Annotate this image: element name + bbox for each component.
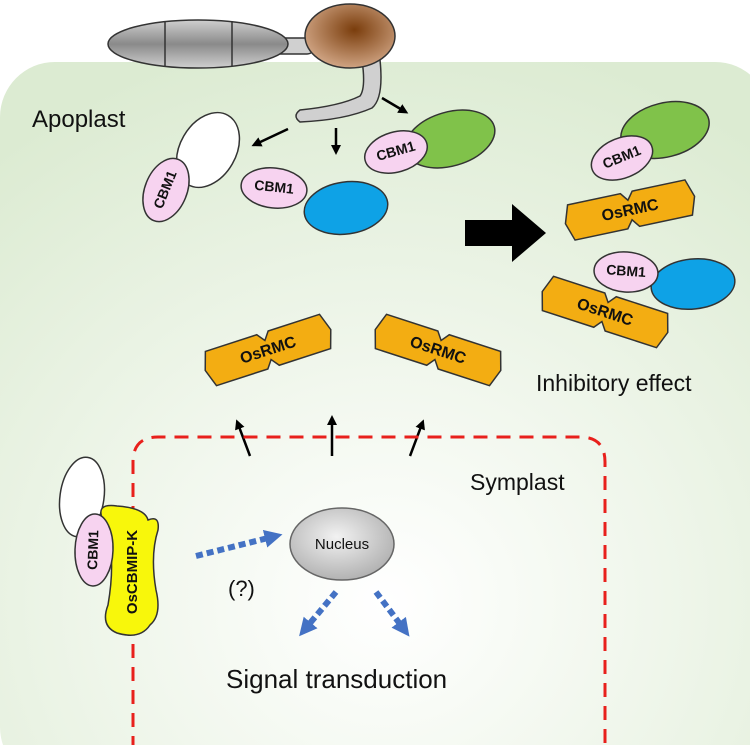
cbm1-domain [593, 251, 659, 293]
signal-arrow-down-right [373, 590, 410, 637]
appressorium [304, 3, 396, 69]
cbm1-protein-blue: CBM1 [240, 167, 389, 236]
cbm1-domain [142, 157, 190, 223]
secretion-arrows [251, 96, 409, 155]
cbm1-domain [363, 130, 429, 174]
cbm1-domain [240, 167, 308, 209]
plasma-membrane [131, 435, 607, 745]
osrmc-protein-secreted-right: OsRMC [374, 313, 502, 387]
signal-arrow-down-left [299, 590, 339, 637]
cbm1-label: CBM1 [606, 261, 647, 280]
inhibitory-effect-label: Inhibitory effect [536, 370, 692, 396]
export-arrows [235, 415, 425, 457]
export-arrow-left [235, 419, 252, 457]
secretion-arrow-right [381, 96, 409, 114]
cbm1-label: CBM1 [84, 530, 101, 570]
osrmc-protein: OsRMC [541, 275, 669, 349]
germ-tube [295, 59, 382, 123]
unknown-pathway-label: (?) [228, 576, 255, 601]
catalytic-domain-blue [303, 180, 389, 236]
oscbmip-k-receptor [100, 504, 160, 636]
binding-arrow [465, 204, 546, 262]
cbm1-protein-white: CBM1 [142, 111, 241, 223]
signaling-arrows [195, 530, 410, 637]
osrmc-protein-secreted-left: OsRMC [204, 313, 332, 387]
receptor-complex: OsCBMIP-K CBM1 [58, 456, 160, 636]
cbm1-label: CBM1 [254, 177, 295, 197]
fungal-conidium [107, 3, 396, 123]
cbm1-domain [74, 513, 114, 587]
cbm1-domain [590, 135, 654, 181]
secretion-arrow-left [251, 127, 289, 147]
oscbmip-k-label: OsCBMIP-K [124, 530, 141, 614]
nucleus-label: Nucleus [315, 536, 369, 553]
plant-cell [0, 62, 750, 745]
apoplast-label: Apoplast [32, 106, 126, 133]
signal-transduction-label: Signal transduction [226, 664, 447, 694]
conidium-body [107, 19, 289, 69]
export-arrow-right [408, 419, 425, 457]
catalytic-domain-blue [650, 258, 736, 310]
complex-green-osrmc: OsRMC CBM1 [564, 100, 710, 241]
osrmc-protein: OsRMC [564, 179, 696, 241]
nucleus [289, 507, 395, 581]
signal-arrow-receptor-to-nucleus [195, 530, 283, 559]
cbm1-protein-green: CBM1 [363, 109, 496, 174]
complex-blue-osrmc: OsRMC CBM1 [541, 251, 736, 349]
symplast-label: Symplast [470, 469, 565, 495]
